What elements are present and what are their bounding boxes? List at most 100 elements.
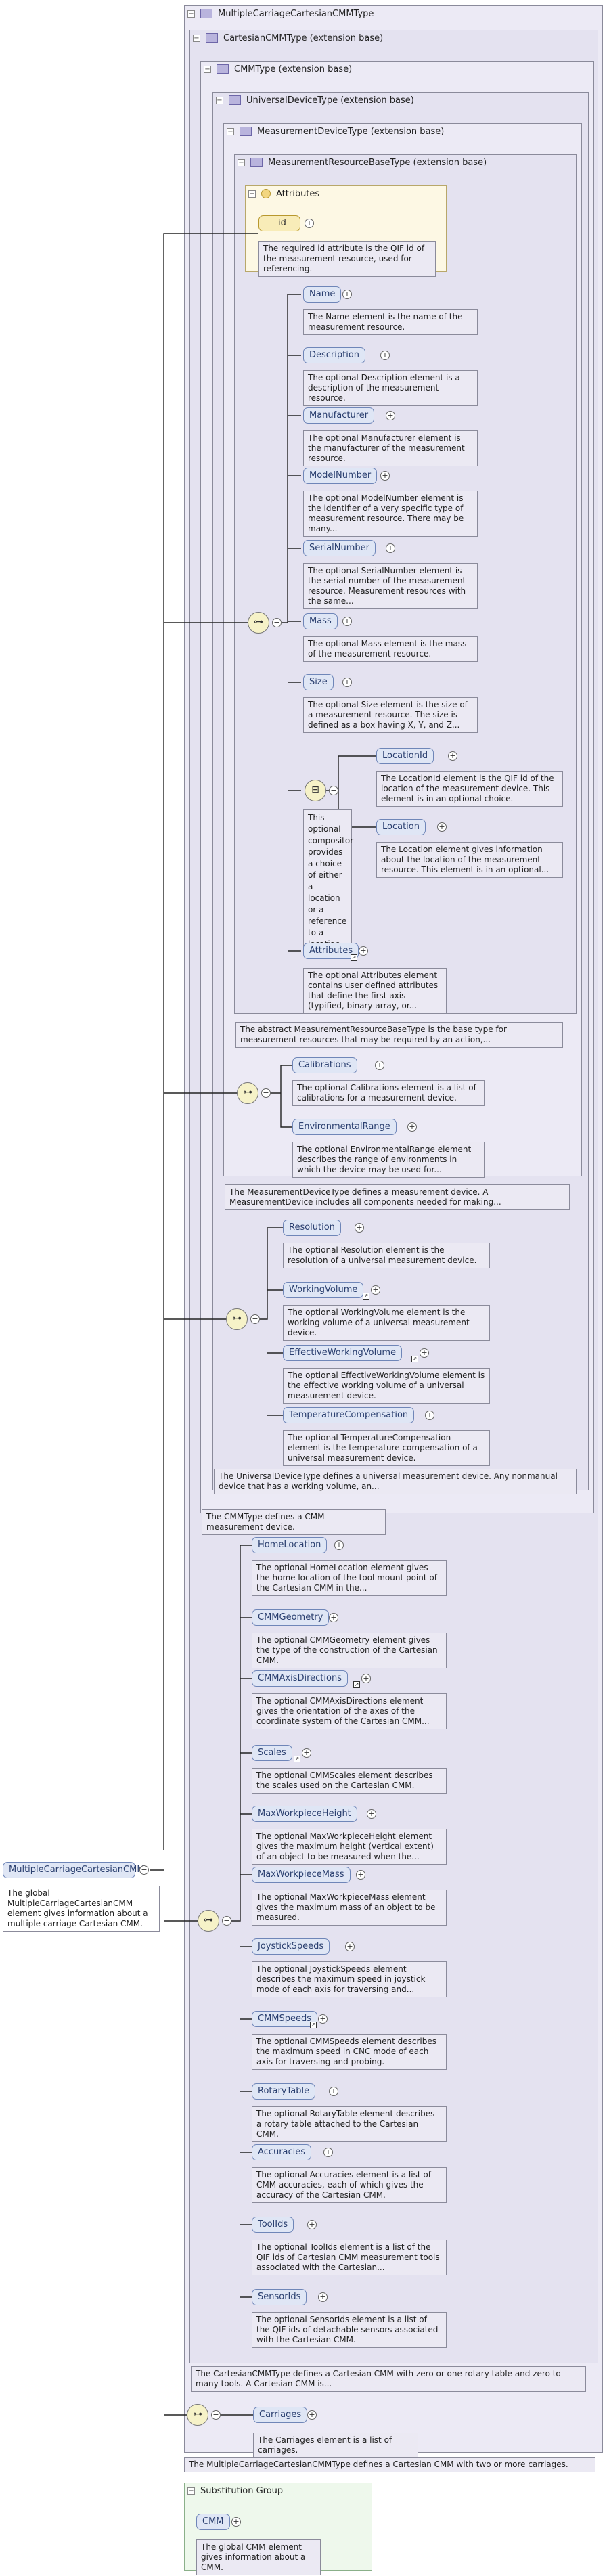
expand-icon[interactable]: + (342, 290, 352, 299)
element-workingvolume[interactable]: WorkingVolume (283, 1282, 364, 1298)
expand-icon[interactable]: + (342, 617, 352, 626)
sequence-icon[interactable]: ⊶ (226, 1308, 248, 1330)
expand-icon[interactable]: + (329, 1613, 338, 1622)
extension-icon: ↗ (351, 954, 357, 961)
complex-type-icon (240, 127, 252, 136)
collapse-toggle[interactable]: − (227, 127, 234, 135)
element-mass[interactable]: Mass (303, 613, 338, 629)
expand-icon[interactable]: + (318, 2292, 328, 2302)
substitution-element[interactable]: CMM (196, 2514, 230, 2530)
element-scales[interactable]: Scales (252, 1745, 292, 1761)
element-effectiveworkingvolume[interactable]: EffectiveWorkingVolume (283, 1345, 403, 1361)
collapse-toggle[interactable]: − (248, 190, 256, 198)
element-environmentalrange[interactable]: EnvironmentalRange (292, 1119, 397, 1135)
collapse-icon[interactable]: − (211, 2410, 221, 2420)
expand-icon[interactable]: + (425, 1411, 434, 1420)
sequence-icon[interactable]: ⊶ (187, 2404, 208, 2426)
collapse-toggle[interactable]: − (238, 158, 245, 166)
element-serialnumber-desc: The optional SerialNumber element is the… (303, 563, 478, 609)
collapse-icon[interactable]: − (250, 1314, 260, 1324)
type-title: MultipleCarriageCartesianCMMType (218, 8, 374, 19)
attribute-id[interactable]: id (258, 215, 300, 231)
collapse-toggle[interactable]: − (187, 2487, 195, 2495)
element-description[interactable]: Description (303, 347, 366, 363)
collapse-icon[interactable]: − (222, 1916, 231, 1926)
expand-icon[interactable]: + (329, 2087, 338, 2096)
element-joystickspeeds-desc: The optional JoystickSpeeds element desc… (252, 1961, 447, 1997)
element-toolids[interactable]: ToolIds (252, 2217, 294, 2233)
choice-icon[interactable]: ⊟ (305, 780, 326, 801)
global-element[interactable]: MultipleCarriageCartesianCMM (3, 1862, 145, 1878)
choice-desc: This optional compositor provides a choi… (303, 809, 353, 953)
element-sensorids[interactable]: SensorIds (252, 2289, 307, 2305)
element-accuracies[interactable]: Accuracies (252, 2144, 312, 2160)
collapse-icon[interactable]: − (329, 786, 338, 795)
expand-icon[interactable]: + (356, 1870, 365, 1880)
collapse-toggle[interactable]: − (193, 34, 200, 42)
element-maxworkpiecemass[interactable]: MaxWorkpieceMass (252, 1867, 351, 1883)
expand-icon[interactable]: + (407, 1122, 417, 1132)
element-calibrations[interactable]: Calibrations (292, 1057, 357, 1073)
extension-icon: ↗ (294, 1756, 300, 1762)
sequence-icon[interactable]: ⊶ (198, 1910, 219, 1932)
element-cmmaxisdirections[interactable]: CMMAxisDirections (252, 1670, 348, 1687)
collapse-toggle[interactable]: − (204, 65, 211, 73)
expand-icon[interactable]: + (323, 2148, 333, 2157)
element-manufacturer[interactable]: Manufacturer (303, 407, 375, 424)
element-homelocation[interactable]: HomeLocation (252, 1537, 328, 1553)
type-title: CartesianCMMType (extension base) (223, 32, 384, 43)
element-toolids-desc: The optional ToolIds element is a list o… (252, 2240, 447, 2275)
element-resolution[interactable]: Resolution (283, 1220, 341, 1236)
element-temperaturecompensation-desc: The optional TemperatureCompensation ele… (283, 1430, 490, 1466)
element-modelnumber[interactable]: ModelNumber (303, 468, 378, 484)
element-cmmspeeds[interactable]: CMMSpeeds (252, 2011, 318, 2027)
sequence-icon[interactable]: ⊶ (237, 1082, 258, 1104)
expand-icon[interactable]: + (361, 1674, 371, 1683)
element-temperaturecompensation[interactable]: TemperatureCompensation (283, 1407, 415, 1423)
collapse-toggle[interactable]: − (187, 9, 195, 18)
element-name[interactable]: Name (303, 286, 342, 303)
element-rotarytable[interactable]: RotaryTable (252, 2083, 316, 2100)
expand-icon[interactable]: + (307, 2220, 317, 2229)
collapse-icon[interactable]: − (261, 1088, 271, 1098)
collapse-icon[interactable]: − (272, 618, 282, 627)
collapse-icon[interactable]: − (139, 1865, 149, 1875)
expand-icon[interactable]: + (367, 1809, 376, 1819)
type-title: UniversalDeviceType (extension base) (246, 95, 414, 106)
element-carriages-desc: The Carriages element is a list of carri… (253, 2433, 418, 2458)
expand-icon[interactable]: + (345, 1942, 355, 1951)
expand-icon[interactable]: + (386, 411, 395, 420)
expand-icon[interactable]: + (334, 1540, 344, 1550)
expand-icon[interactable]: + (305, 219, 314, 228)
element-serialnumber[interactable]: SerialNumber (303, 540, 376, 556)
expand-icon[interactable]: + (386, 543, 395, 553)
element-workingvolume-desc: The optional WorkingVolume element is th… (283, 1305, 490, 1341)
expand-icon[interactable]: + (375, 1061, 384, 1070)
expand-icon[interactable]: + (437, 822, 447, 832)
expand-icon[interactable]: + (302, 1748, 311, 1758)
expand-icon[interactable]: + (380, 351, 390, 360)
element-locationid-desc: The LocationId element is the QIF id of … (376, 771, 563, 807)
expand-icon[interactable]: + (448, 751, 457, 761)
element-joystickspeeds[interactable]: JoystickSpeeds (252, 1938, 330, 1955)
element-locationid[interactable]: LocationId (376, 748, 434, 764)
expand-icon[interactable]: + (307, 2410, 317, 2420)
element-location[interactable]: Location (376, 819, 426, 835)
element-size[interactable]: Size (303, 674, 334, 690)
element-carriages[interactable]: Carriages (253, 2407, 308, 2423)
element-attributes[interactable]: Attributes (303, 943, 359, 959)
expand-icon[interactable]: + (355, 1223, 364, 1233)
element-accuracies-desc: The optional Accuracies element is a lis… (252, 2167, 447, 2203)
sequence-icon[interactable]: ⊶ (248, 612, 269, 634)
expand-icon[interactable]: + (371, 1285, 380, 1295)
element-maxworkpieceheight[interactable]: MaxWorkpieceHeight (252, 1806, 357, 1822)
element-cmmgeometry[interactable]: CMMGeometry (252, 1609, 330, 1626)
expand-icon[interactable]: + (231, 2517, 241, 2527)
expand-icon[interactable]: + (380, 471, 390, 481)
element-size-desc: The optional Size element is the size of… (303, 697, 478, 733)
expand-icon[interactable]: + (318, 2014, 328, 2024)
expand-icon[interactable]: + (359, 946, 368, 956)
expand-icon[interactable]: + (420, 1348, 429, 1358)
collapse-toggle[interactable]: − (216, 96, 223, 104)
expand-icon[interactable]: + (342, 678, 352, 687)
